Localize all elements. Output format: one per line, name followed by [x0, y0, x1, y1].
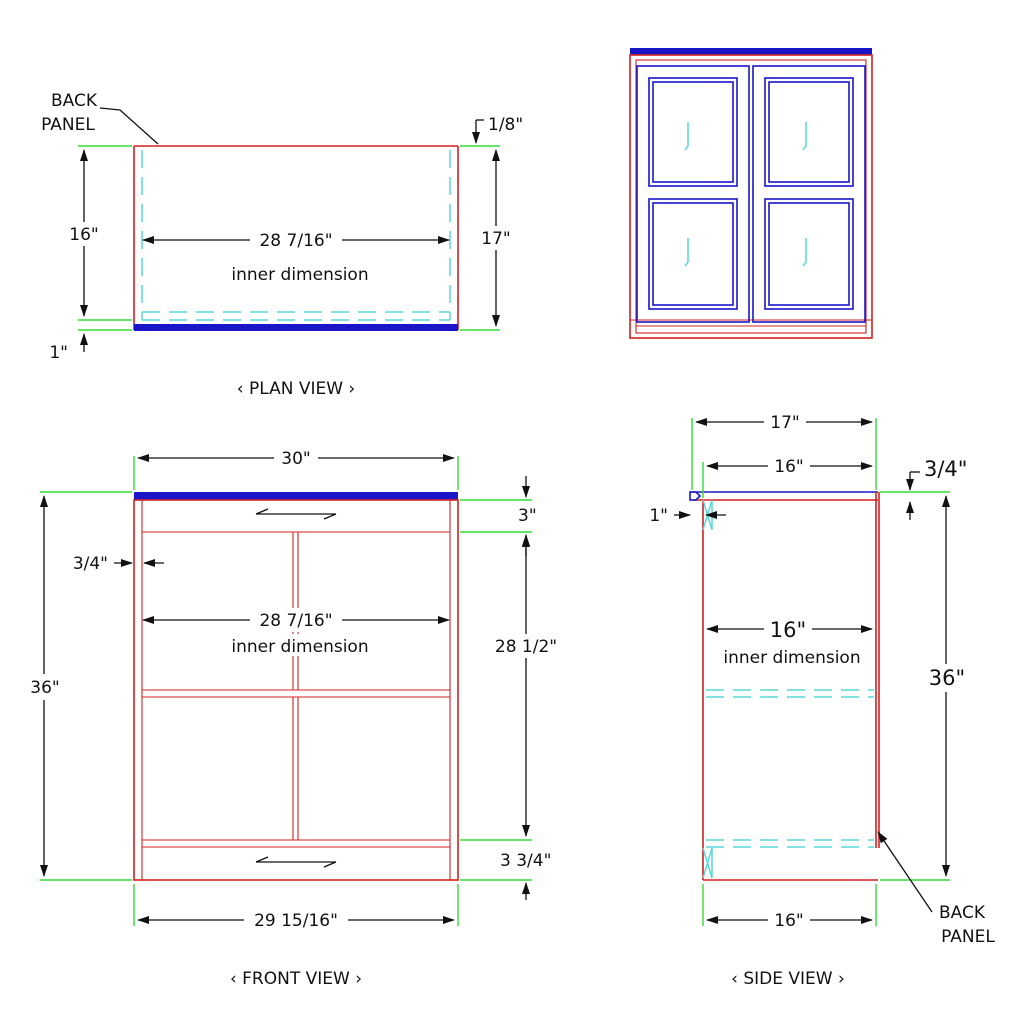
plan-view: 16" 1" 17" 1/8" 28 7/16" inner dimension… [41, 91, 523, 399]
side-dim-36: 36" [929, 666, 965, 690]
front-dim-30: 30" [281, 449, 310, 469]
front-view: 30" 36" 3/4" 3" 28 1/2" 3 3/4" 28 7/16" … [24, 446, 564, 989]
door-elevation [629, 48, 873, 339]
plan-view-title: ‹ PLAN VIEW › [237, 379, 355, 399]
plan-back-label-1: BACK [51, 91, 98, 111]
plan-dim-1-8: 1/8" [488, 115, 523, 135]
plan-inner-label: inner dimension [231, 265, 368, 285]
side-dim-3-4: 3/4" [924, 457, 967, 481]
plan-dim-16: 16" [69, 225, 98, 245]
side-dim-16-inner: 16" [770, 618, 806, 642]
side-dim-17: 17" [770, 413, 799, 433]
plan-dim-17: 17" [481, 229, 510, 249]
front-dim-29-15-16: 29 15/16" [254, 911, 338, 931]
side-back-label-2: PANEL [941, 927, 995, 947]
front-dim-28-1-2: 28 1/2" [495, 637, 557, 657]
front-dim-3-3-4: 3 3/4" [500, 851, 551, 871]
side-dim-1: 1" [649, 506, 668, 526]
right-door [752, 65, 866, 323]
left-door [636, 65, 750, 323]
plan-back-label-2: PANEL [41, 115, 95, 135]
side-inner-label: inner dimension [723, 648, 860, 668]
plan-dim-1: 1" [49, 343, 68, 363]
side-view: 17" 16" 3/4" 1" 16" inner dimension 36" … [649, 410, 995, 989]
front-dim-3-4: 3/4" [73, 554, 108, 574]
front-inner-label: inner dimension [231, 637, 368, 657]
front-dim-3: 3" [518, 506, 537, 526]
side-cabinet-outline [689, 491, 880, 881]
front-view-title: ‹ FRONT VIEW › [230, 969, 362, 989]
front-dim-inner-width: 28 7/16" [259, 611, 332, 631]
plan-cabinet-outline [133, 145, 459, 331]
side-dim-16-top: 16" [774, 457, 803, 477]
side-view-title: ‹ SIDE VIEW › [731, 969, 845, 989]
side-back-label-1: BACK [939, 903, 986, 923]
front-cabinet-outline [133, 499, 459, 881]
side-dim-16-bottom: 16" [774, 911, 803, 931]
front-dim-36: 36" [30, 678, 59, 698]
plan-dim-inner-width: 28 7/16" [259, 231, 332, 251]
